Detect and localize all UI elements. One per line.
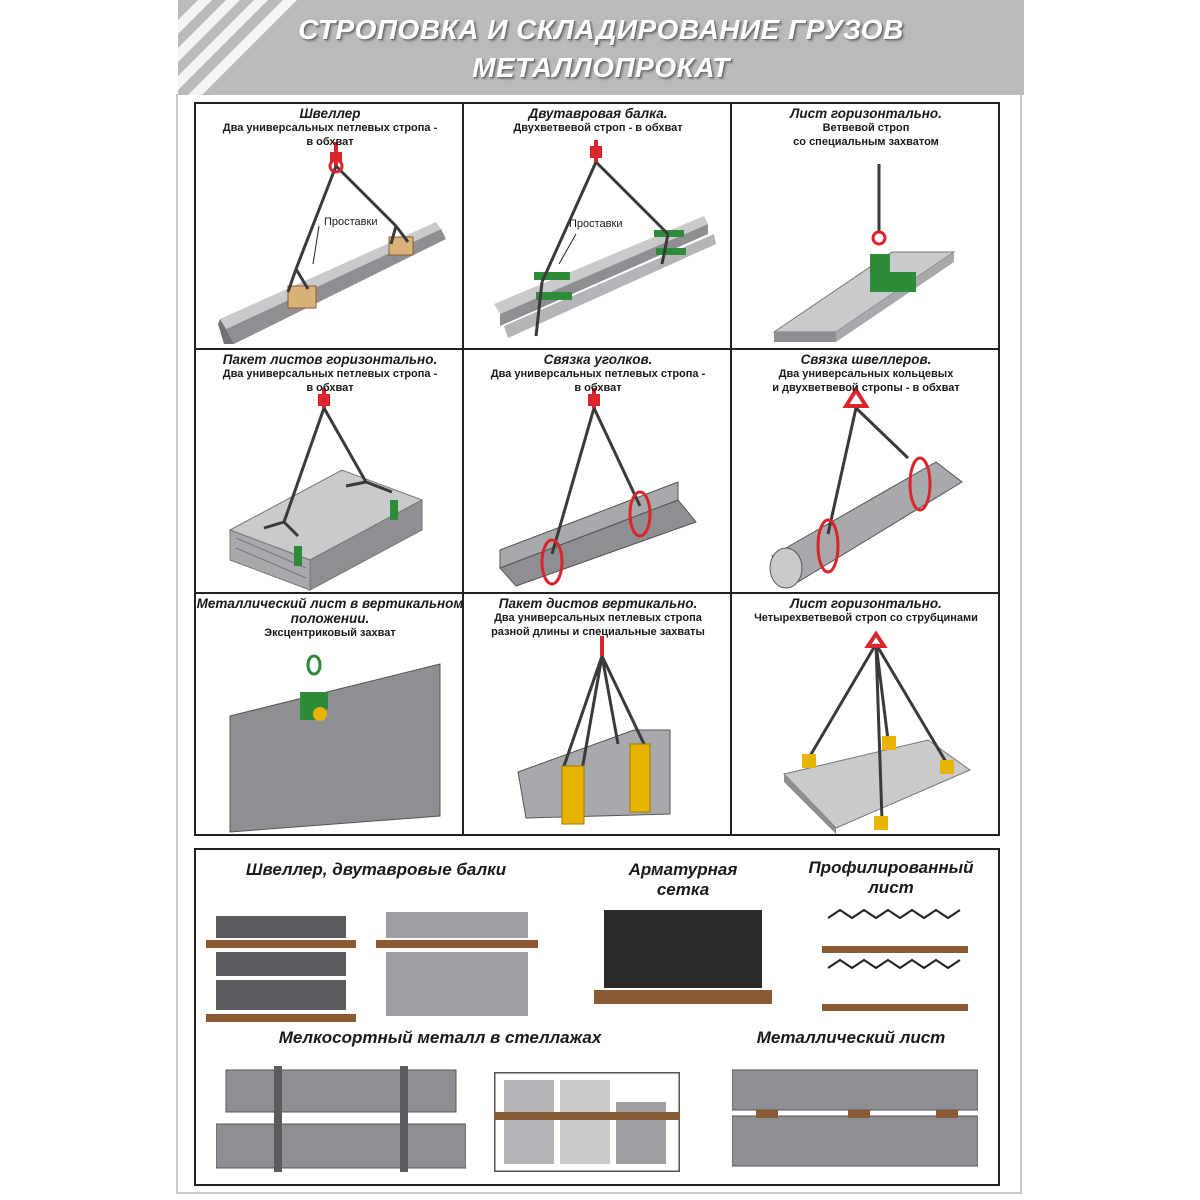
slinging-grid: Швеллер Два универсальных петлевых строп…	[194, 102, 1000, 836]
cell-subtitle: Два универсальных кольцевых и двухветвев…	[772, 368, 960, 394]
page-title: СТРОПОВКА И СКЛАДИРОВАНИЕ ГРУЗОВ	[298, 14, 904, 45]
cell-channel: Швеллер Два универсальных петлевых строп…	[196, 104, 464, 348]
cell-title: Швеллер	[299, 106, 361, 121]
angle-bundle-illustration	[499, 388, 697, 587]
sheet-storage-heading: Металлический лист	[756, 1028, 946, 1047]
beam-stack-illustration	[206, 916, 356, 1022]
cell-sheet-horizontal: Лист горизонтально. Ветвевой строп со сп…	[732, 104, 1000, 348]
channel-bundle-illustration	[769, 386, 963, 589]
vertical-pack-illustration	[517, 636, 671, 825]
cell-angle-bundle: Связка уголков. Два универсальных петлев…	[464, 350, 732, 594]
cell-subtitle: Эксцентриковый захват	[264, 627, 396, 639]
cell-title: Связка швеллеров.	[800, 352, 932, 367]
mesh-storage-heading: Арматурная сетка	[628, 860, 738, 899]
cell-title: Пакет листов горизонтально.	[222, 352, 438, 367]
cell-sheet-pack: Пакет листов горизонтально. Два универса…	[196, 350, 464, 594]
banner-stripes-decoration	[178, 0, 297, 95]
spacers-callout: Проставки	[569, 218, 623, 230]
cell-channel-bundle: Связка швеллеров. Два универсальных коль…	[732, 350, 1000, 594]
sheet-pack-illustration	[228, 388, 424, 591]
rack-bars-illustration	[216, 1066, 466, 1172]
cell-i-beam: Двутавровая балка. Двухветвевой строп - …	[464, 104, 732, 348]
cell-subtitle: Двухветвевой строп - в обхват	[513, 122, 683, 134]
profiled-sheet-stack-illustration	[822, 908, 968, 1011]
four-leg-sling-illustration	[783, 630, 972, 834]
storage-section: Швеллер, двутавровые балки Арматурная се…	[194, 848, 1000, 1186]
cell-title: Двутавровая балка.	[528, 106, 668, 121]
cell-subtitle: Два универсальных петлевых стропа - в об…	[222, 122, 438, 148]
profiled-storage-heading: Профилированный лист	[808, 858, 974, 897]
cell-subtitle: Четырехветвевой строп со струбцинами	[754, 612, 978, 624]
vertical-sheet-illustration	[229, 654, 441, 833]
small-metal-storage-heading: Мелкосортный металл в стеллажах	[278, 1028, 602, 1047]
channel-illustration	[218, 142, 446, 344]
grid-divider	[730, 104, 732, 834]
grid-divider	[196, 348, 998, 350]
cell-subtitle: Два универсальных петлевых стропа - в об…	[490, 368, 706, 394]
cell-four-leg-sling: Лист горизонтально. Четырехветвевой стро…	[732, 594, 1000, 838]
cell-vertical-pack: Пакет дистов вертикально. Два универсаль…	[464, 594, 732, 838]
mesh-stack-illustration	[594, 910, 772, 1004]
sheet-stack-illustration	[732, 1069, 978, 1167]
beams-storage-heading: Швеллер, двутавровые балки	[245, 860, 507, 879]
i-beam-stack-illustration	[376, 912, 538, 1016]
cell-subtitle: Два универсальных петлевых стропа разной…	[491, 612, 705, 638]
cell-title: Лист горизонтально.	[790, 596, 942, 611]
grid-divider	[462, 104, 464, 834]
cell-subtitle: Два универсальных петлевых стропа - в об…	[222, 368, 438, 394]
sheet-clamp-illustration	[772, 164, 956, 342]
i-beam-illustration	[494, 140, 716, 338]
grid-divider	[196, 592, 998, 594]
page-subtitle: МЕТАЛЛОПРОКАТ	[472, 52, 730, 83]
page-frame	[176, 94, 1022, 1194]
cell-vertical-sheet: Металлический лист в вертикальном положе…	[196, 594, 464, 838]
header-banner: СТРОПОВКА И СКЛАДИРОВАНИЕ ГРУЗОВ МЕТАЛЛО…	[178, 0, 1024, 95]
spacers-callout: Проставки	[324, 216, 378, 228]
cell-title: Металлический лист в вертикальном положе…	[196, 596, 464, 626]
cell-title: Пакет дистов вертикально.	[498, 596, 698, 611]
cell-subtitle: Ветвевой строп со специальным захватом	[793, 122, 939, 148]
cell-title: Лист горизонтально.	[790, 106, 942, 121]
rack-round-bars-illustration	[494, 1072, 680, 1172]
cell-title: Связка уголков.	[543, 352, 653, 367]
